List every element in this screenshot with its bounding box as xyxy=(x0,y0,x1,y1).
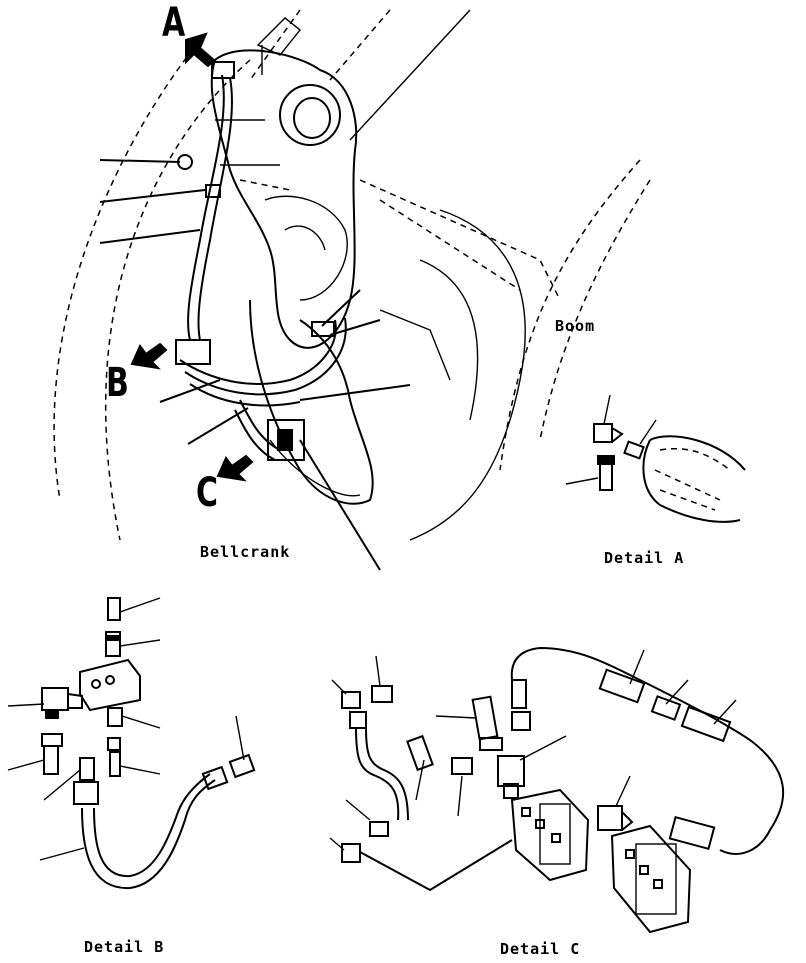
detail-c-caption: Detail C xyxy=(500,940,581,958)
boom-label: Boom xyxy=(555,317,596,335)
arrow-c-icon xyxy=(216,454,254,482)
arrow-a-icon xyxy=(185,32,216,68)
bellcrank-label: Bellcrank xyxy=(200,543,291,561)
arrow-b-icon xyxy=(130,342,168,370)
detail-b-drawing xyxy=(7,597,256,890)
marker-c: C xyxy=(196,470,219,516)
main-hose-routing xyxy=(175,61,347,461)
detail-b-caption: Detail B xyxy=(84,938,165,956)
detail-a-drawing xyxy=(565,394,746,523)
boom-outline xyxy=(53,9,651,541)
marker-b: B xyxy=(106,360,129,406)
main-leader-lines xyxy=(99,159,411,571)
detail-a-caption: Detail A xyxy=(604,549,685,567)
marker-a: A xyxy=(162,0,186,46)
detail-c-drawing xyxy=(329,646,784,934)
